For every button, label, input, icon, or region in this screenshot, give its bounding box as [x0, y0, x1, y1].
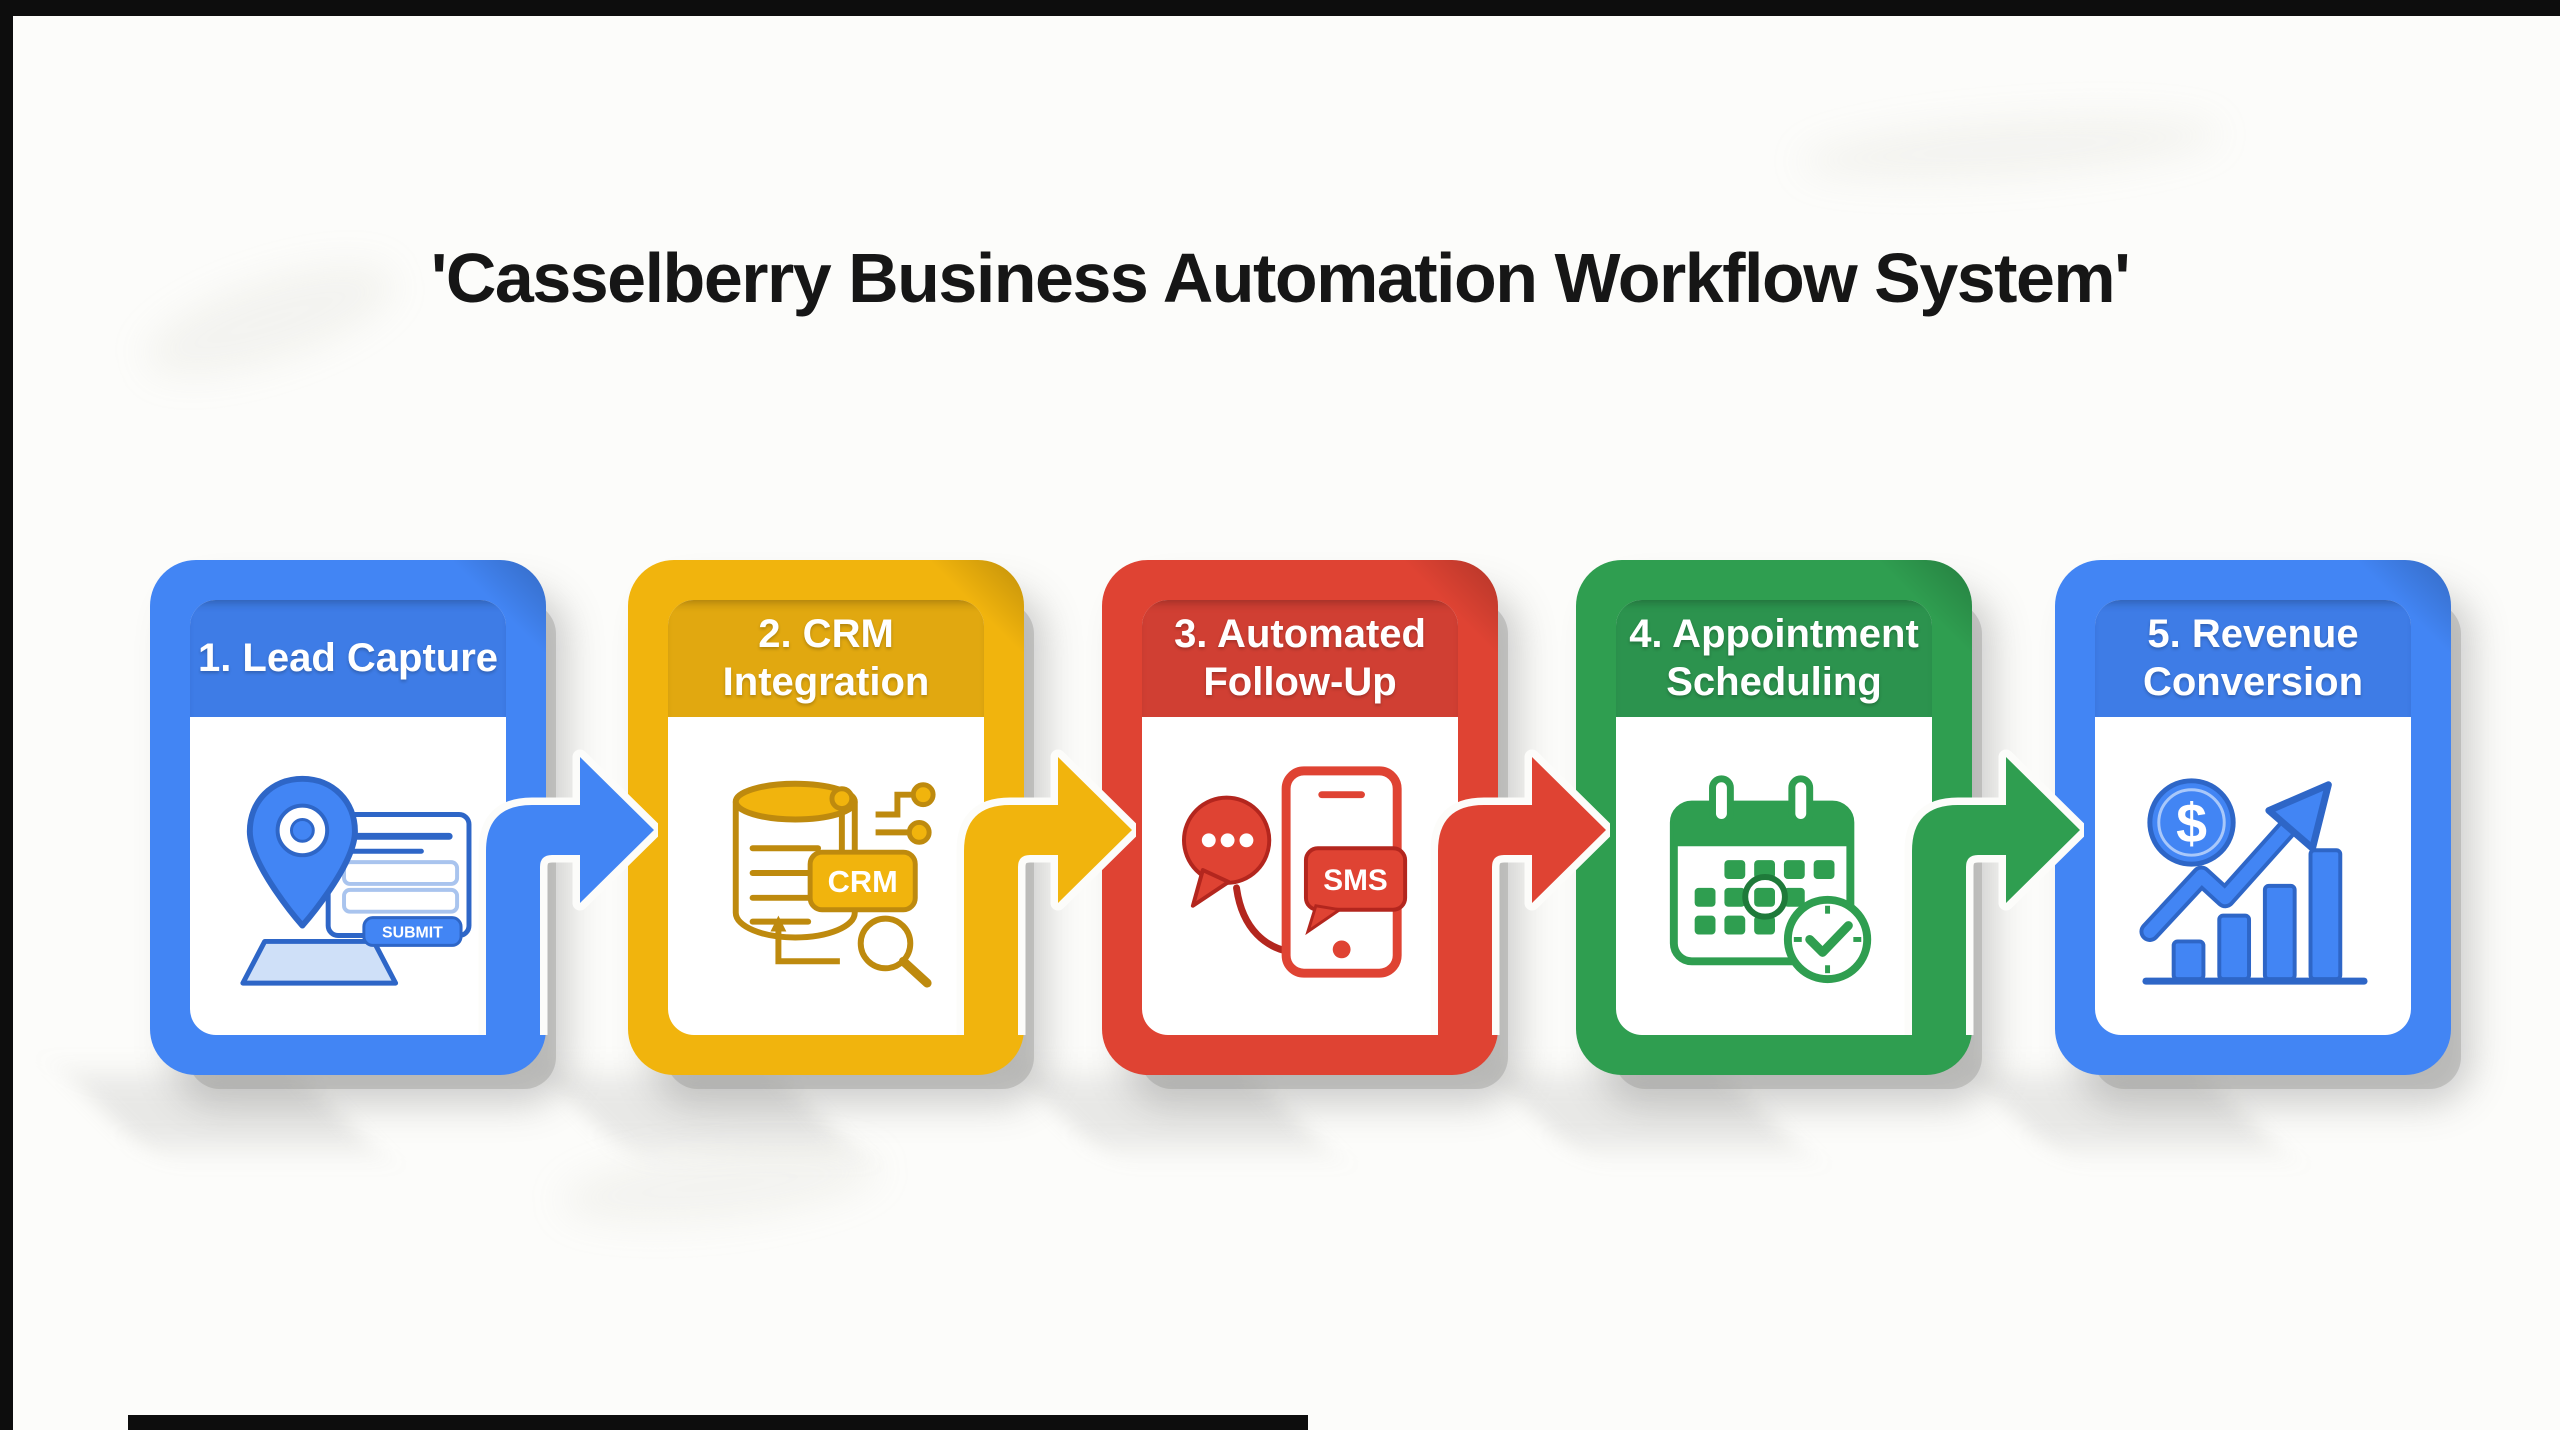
- dollar-symbol: $: [2176, 792, 2207, 854]
- step-5-title: 5. Revenue Conversion: [2142, 612, 2364, 704]
- step-1-header: 1. Lead Capture: [190, 600, 506, 717]
- workflow-step-card-5: 5. Revenue Conversion $: [2055, 560, 2451, 1075]
- crm-badge-label: CRM: [828, 864, 898, 899]
- background-smudge: [1798, 105, 2222, 191]
- page-title: 'Casselberry Business Automation Workflo…: [430, 239, 2131, 317]
- workflow-step-card-3: 3. Automated Follow-Up SMS: [1102, 560, 1498, 1075]
- background-smudge: [557, 1133, 883, 1237]
- map-pin-lead-form-icon: SUBMIT: [240, 775, 472, 986]
- step-3-title: 3. Automated Follow-Up: [1174, 612, 1426, 704]
- growth-chart-dollar-icon: $: [2139, 778, 2368, 985]
- workflow-step-card-4: 4. Appointment Scheduling: [1576, 560, 1972, 1075]
- frame-bottom-bar: [128, 1415, 1308, 1430]
- sms-badge-label: SMS: [1323, 864, 1387, 897]
- crm-database-search-icon: CRM: [732, 780, 936, 988]
- workflow-step-card-1: 1. Lead Capture SUBMIT: [150, 560, 546, 1075]
- submit-button-label: SUBMIT: [382, 924, 443, 941]
- flow-arrow-4: [1904, 749, 2084, 1035]
- step-1-title: 1. Lead Capture: [197, 635, 499, 680]
- flow-arrow-3: [1430, 749, 1610, 1035]
- step-4-header: 4. Appointment Scheduling: [1616, 600, 1932, 717]
- step-3-header: 3. Automated Follow-Up: [1142, 600, 1458, 717]
- frame-left-bar: [0, 0, 13, 1430]
- step-2-header: 2. CRM Integration: [668, 600, 984, 717]
- step-2-title: 2. CRM Integration: [722, 612, 930, 704]
- chat-phone-sms-icon: SMS: [1181, 766, 1408, 978]
- flow-arrow-1: [478, 749, 658, 1035]
- frame-top-bar: [0, 0, 2560, 16]
- flow-arrow-2: [956, 749, 1136, 1035]
- calendar-clock-check-icon: [1669, 775, 1872, 984]
- step-4-title: 4. Appointment Scheduling: [1629, 612, 1919, 704]
- step-5-header: 5. Revenue Conversion: [2095, 600, 2411, 717]
